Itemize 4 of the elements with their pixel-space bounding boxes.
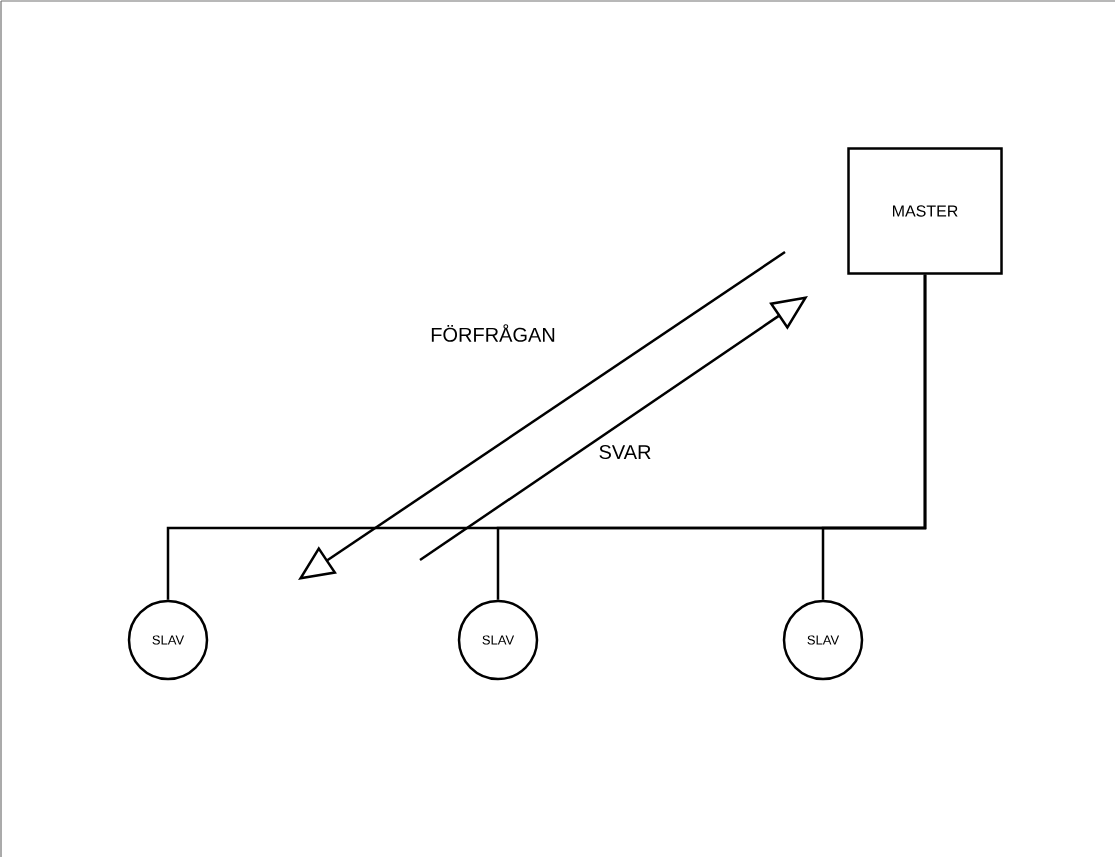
master-box: MASTER bbox=[847, 147, 1003, 275]
arrow-label: FÖRFRÅGAN bbox=[431, 324, 555, 342]
arrow-label: SVAR bbox=[599, 444, 651, 460]
bus-line bbox=[821, 274, 927, 600]
